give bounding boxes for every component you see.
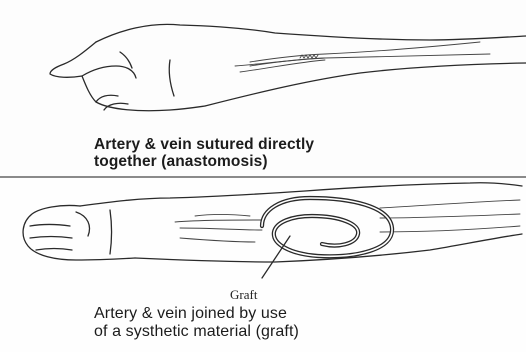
wrist-crease <box>110 210 112 254</box>
artery-line <box>175 220 262 222</box>
finger-line <box>30 237 72 239</box>
artery-line <box>250 54 490 66</box>
caption-line: Artery & vein joined by use <box>94 305 287 322</box>
vein-line <box>235 58 325 66</box>
graft-label: Graft <box>230 287 257 303</box>
anastomosis-caption: Artery & vein sutured directly together … <box>94 136 314 170</box>
caption-line: of a systhetic material (graft) <box>94 323 299 340</box>
thumb-outline <box>82 66 136 78</box>
anastomosis-arm-illustration <box>0 0 526 130</box>
suture-marks <box>300 55 318 58</box>
knuckle-line <box>120 52 132 68</box>
hand-outline <box>50 42 205 111</box>
finger-line <box>96 95 118 102</box>
wrist-crease <box>169 60 174 96</box>
vessel-line <box>380 226 520 232</box>
graft-panel: Graft Artery & vein joined by use of a s… <box>0 178 526 352</box>
finger-line <box>36 249 72 251</box>
vein-line <box>195 215 250 217</box>
vessel-line <box>380 200 520 208</box>
graft-arm-illustration <box>0 178 526 288</box>
graft-caption: Artery & vein joined by use of a systhet… <box>94 305 299 341</box>
vessel-line <box>380 214 520 218</box>
caption-line: Artery & vein sutured directly <box>94 136 314 153</box>
caption-line: together (anastomosis) <box>94 153 268 170</box>
finger-line <box>30 225 70 227</box>
anastomosis-panel: Artery & vein sutured directly together … <box>0 0 526 178</box>
artery-line <box>180 228 262 230</box>
arm-upper-outline <box>80 183 522 206</box>
vein-line <box>180 238 255 242</box>
arm-upper-outline <box>96 24 526 42</box>
thumb-outline <box>76 212 90 236</box>
arm-lower-outline <box>205 63 526 106</box>
artery-line <box>250 42 480 62</box>
